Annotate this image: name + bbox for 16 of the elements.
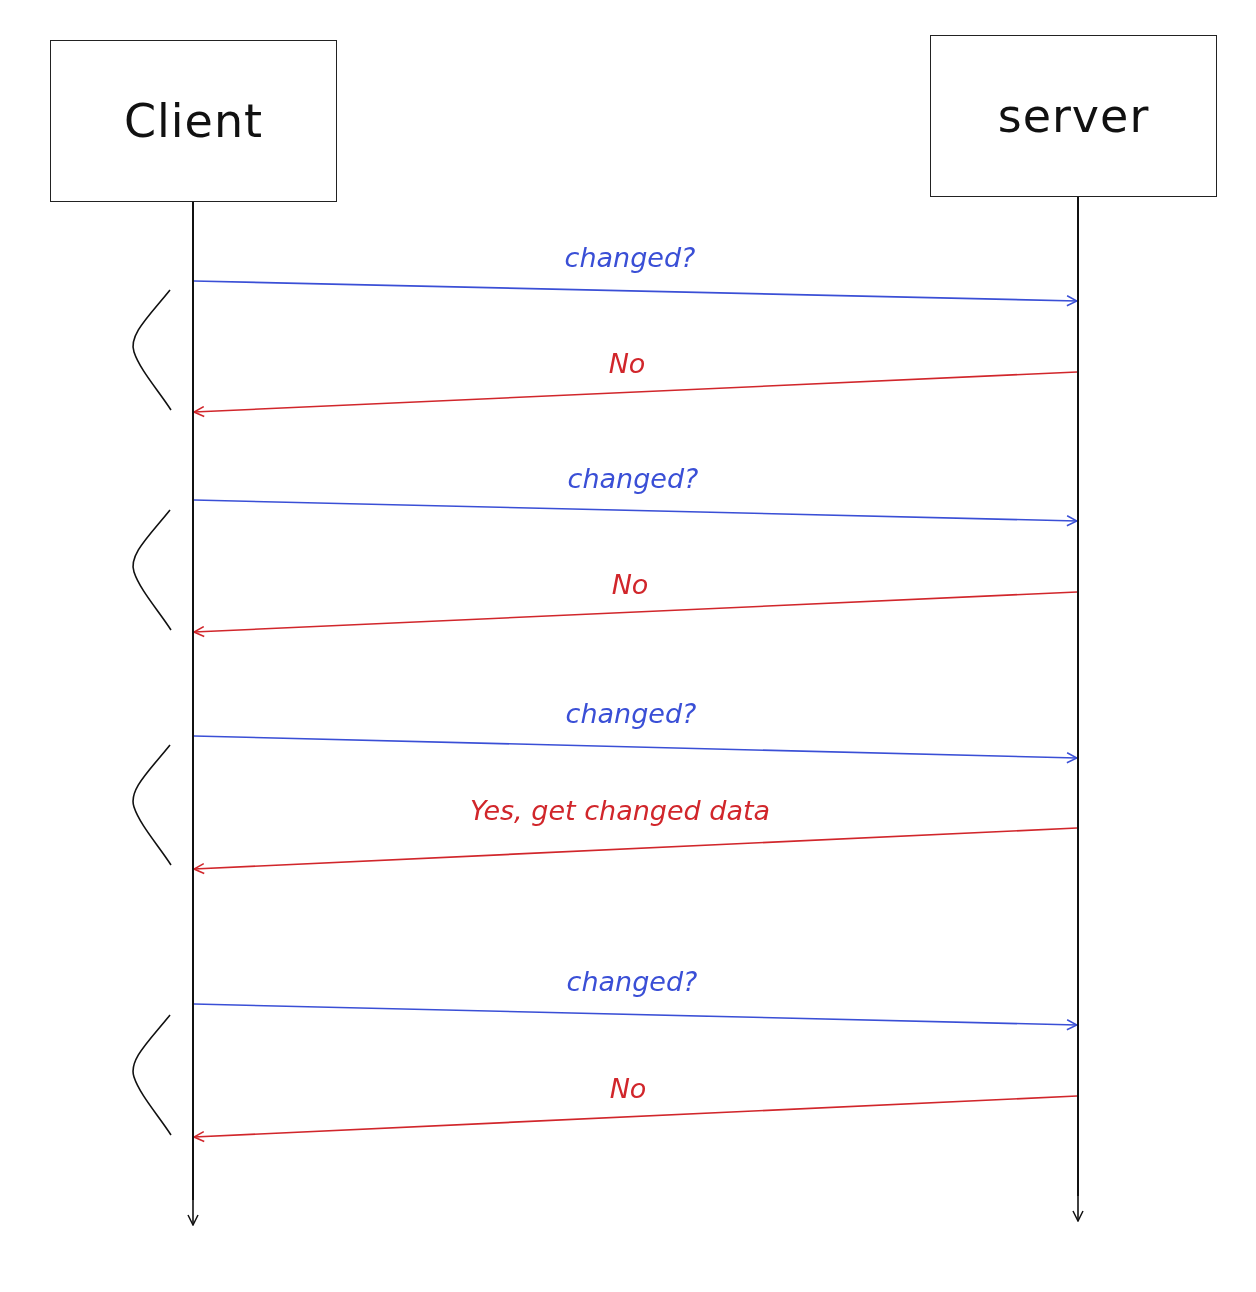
message-arrow: [193, 591, 1078, 638]
participant-name: Client: [123, 94, 264, 148]
message-arrow: [193, 499, 1078, 527]
lifeline-arrow: [187, 1199, 199, 1226]
lifeline: [1077, 197, 1079, 1196]
lifeline: [192, 202, 194, 1200]
lifeline-arrow: [1072, 1195, 1084, 1222]
message-arrow: [193, 1003, 1078, 1031]
message-arrow: [193, 371, 1078, 418]
message-arrow: [193, 1095, 1078, 1143]
participant-box: [930, 35, 1217, 197]
participant-box: [50, 40, 337, 202]
message-arrow: [193, 827, 1078, 875]
message-arrow: [193, 280, 1078, 307]
participant-name: server: [997, 89, 1150, 143]
message-arrow: [193, 735, 1078, 764]
